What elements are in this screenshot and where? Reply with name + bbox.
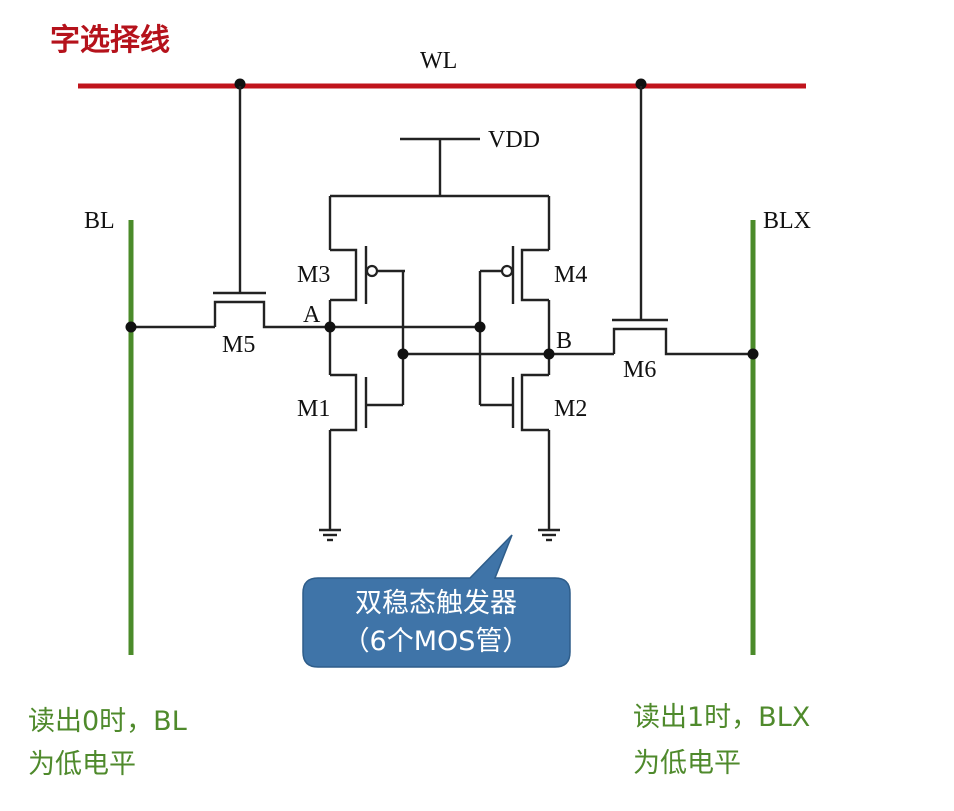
wl-junction-right bbox=[635, 78, 647, 90]
m3-gate-bubble bbox=[365, 264, 379, 278]
vdd-label: VDD bbox=[488, 127, 540, 153]
m3-label: M3 bbox=[297, 262, 330, 288]
left-note-line-1: 读出0时，BL bbox=[28, 706, 187, 737]
wl-label: WL bbox=[420, 48, 457, 74]
junction-dots bbox=[125, 321, 759, 360]
right-note-line-1: 读出1时，BLX bbox=[633, 702, 810, 733]
callout-line-1: 双稳态触发器 bbox=[355, 588, 517, 619]
left-note-line-2: 为低电平 bbox=[28, 749, 136, 780]
m2-label: M2 bbox=[554, 396, 587, 422]
circuit-wiring bbox=[131, 86, 753, 542]
word-line-title: 字选择线 bbox=[50, 23, 170, 58]
wl-junction-left bbox=[234, 78, 246, 90]
m4-gate-bubble bbox=[500, 264, 514, 278]
bistable-callout: 双稳态触发器 （6个MOS管） bbox=[302, 534, 571, 668]
callout-line-2: （6个MOS管） bbox=[343, 626, 530, 657]
m5-label: M5 bbox=[222, 332, 255, 358]
m4-label: M4 bbox=[554, 262, 587, 288]
node-b-label: B bbox=[556, 328, 572, 354]
blx-label: BLX bbox=[763, 208, 811, 234]
m6-label: M6 bbox=[623, 357, 656, 383]
node-a-label: A bbox=[303, 302, 321, 328]
bl-label: BL bbox=[84, 208, 115, 234]
m1-label: M1 bbox=[297, 396, 330, 422]
right-note-line-2: 为低电平 bbox=[633, 748, 741, 779]
